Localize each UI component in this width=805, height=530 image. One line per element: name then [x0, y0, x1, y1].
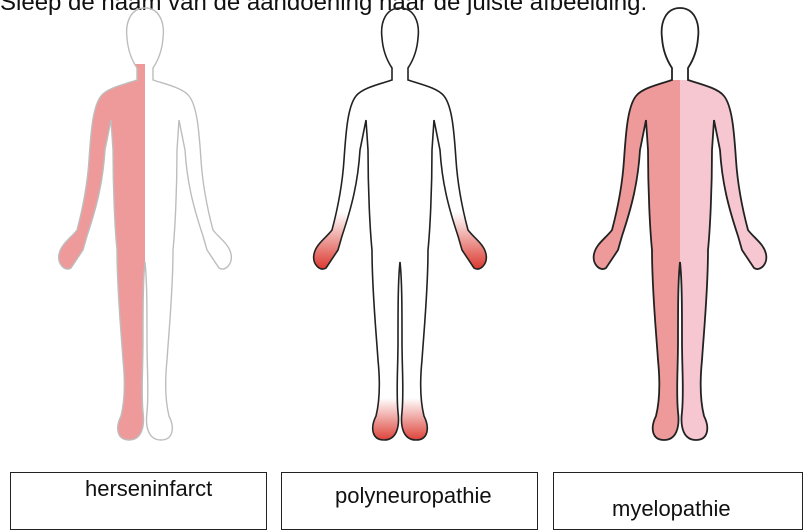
- label-herseninfarct[interactable]: herseninfarct: [10, 472, 267, 530]
- label-text: herseninfarct: [85, 476, 212, 502]
- label-myelopathie[interactable]: myelopathie: [553, 472, 803, 530]
- label-text: polyneuropathie: [335, 483, 492, 509]
- body-hands-feet-icon: [295, 0, 505, 450]
- body-below-neck-icon: [575, 0, 785, 450]
- body-half-shaded-icon: [40, 0, 250, 450]
- label-polyneuropathie[interactable]: polyneuropathie: [281, 472, 538, 530]
- label-text: myelopathie: [612, 496, 731, 522]
